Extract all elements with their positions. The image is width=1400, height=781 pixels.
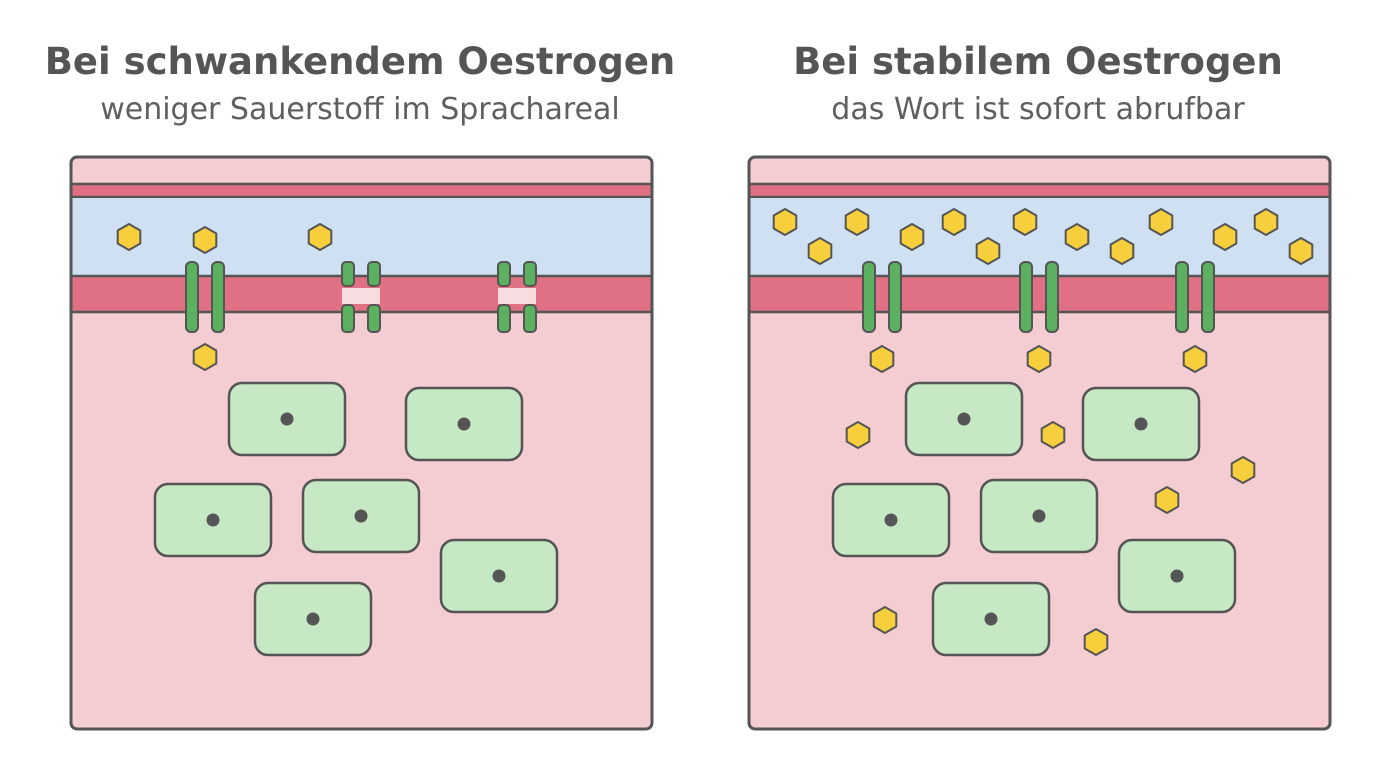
hexagon-molecule-icon <box>1154 486 1180 514</box>
left-panel-subtitle: weniger Sauerstoff im Sprachareal <box>100 92 620 127</box>
channel-icon <box>497 261 537 333</box>
cell-icon <box>253 581 373 657</box>
hexagon-molecule-icon <box>1040 421 1066 449</box>
cell-icon <box>227 381 347 457</box>
hexagon-molecule-icon <box>1083 628 1109 656</box>
hexagon-molecule-icon <box>1212 223 1238 251</box>
vessel-wall-top <box>71 184 652 197</box>
cell-icon <box>979 478 1099 554</box>
cell-icon <box>301 478 421 554</box>
hexagon-molecule-icon <box>1253 208 1279 236</box>
panel-border <box>747 155 1332 731</box>
cell-nucleus <box>957 412 971 426</box>
vessel-wall-top <box>749 184 1330 197</box>
channel-icon <box>341 261 381 333</box>
blood-vessel-lumen <box>749 198 1330 275</box>
channel-icon <box>862 261 902 333</box>
hexagon-molecule-icon <box>307 223 333 251</box>
channel-bar-bottom <box>367 304 381 333</box>
channel-bar-bottom <box>341 304 355 333</box>
cell-icon <box>1081 386 1201 462</box>
channel-bar <box>1019 261 1033 333</box>
channel-gap <box>498 288 536 304</box>
channel-bar-top <box>367 261 381 287</box>
channel-icon <box>1019 261 1059 333</box>
channel-bar-bottom <box>497 304 511 333</box>
blood-vessel-lumen <box>71 198 652 275</box>
channel-bar <box>862 261 876 333</box>
cell-icon <box>931 581 1051 657</box>
hexagon-molecule-icon <box>1230 456 1256 484</box>
hexagon-molecule-icon <box>1288 237 1314 265</box>
hexagon-molecule-icon <box>116 223 142 251</box>
hexagon-molecule-icon <box>1148 208 1174 236</box>
channel-bar-top <box>523 261 537 287</box>
hexagon-molecule-icon <box>1012 208 1038 236</box>
cell-nucleus <box>1134 417 1148 431</box>
hexagon-molecule-icon <box>1026 345 1052 373</box>
hexagon-molecule-icon <box>807 237 833 265</box>
hexagon-molecule-icon <box>192 343 218 371</box>
cell-nucleus <box>280 412 294 426</box>
channel-bar-top <box>341 261 355 287</box>
channel-bar <box>211 261 225 333</box>
right-panel <box>747 155 1332 731</box>
cell-nucleus <box>492 569 506 583</box>
hexagon-molecule-icon <box>192 226 218 254</box>
hexagon-molecule-icon <box>872 606 898 634</box>
cell-icon <box>1117 538 1237 614</box>
channel-gap <box>342 288 380 304</box>
hexagon-molecule-icon <box>844 208 870 236</box>
channel-bar <box>1201 261 1215 333</box>
panel-border <box>69 155 654 731</box>
hexagon-molecule-icon <box>941 208 967 236</box>
cell-icon <box>404 386 524 462</box>
cell-icon <box>904 381 1024 457</box>
cell-nucleus <box>457 417 471 431</box>
left-panel <box>69 155 654 731</box>
cell-icon <box>831 482 951 558</box>
right-panel-title: Bei stabilem Oestrogen <box>793 40 1283 83</box>
cell-nucleus <box>206 513 220 527</box>
cell-nucleus <box>1170 569 1184 583</box>
hexagon-molecule-icon <box>1109 237 1135 265</box>
hexagon-molecule-icon <box>869 345 895 373</box>
channel-bar <box>1175 261 1189 333</box>
cell-nucleus <box>984 612 998 626</box>
vessel-wall-bottom <box>749 276 1330 312</box>
channel-bar <box>185 261 199 333</box>
cell-nucleus <box>354 509 368 523</box>
cell-nucleus <box>1032 509 1046 523</box>
hexagon-molecule-icon <box>899 223 925 251</box>
left-panel-title: Bei schwankendem Oestrogen <box>44 40 676 83</box>
channel-bar <box>888 261 902 333</box>
cell-nucleus <box>306 612 320 626</box>
right-panel-subtitle: das Wort ist sofort abrufbar <box>831 92 1245 127</box>
cell-icon <box>153 482 273 558</box>
hexagon-molecule-icon <box>1182 345 1208 373</box>
hexagon-molecule-icon <box>772 208 798 236</box>
channel-icon <box>185 261 225 333</box>
hexagon-molecule-icon <box>975 237 1001 265</box>
channel-bar-top <box>497 261 511 287</box>
channel-bar-bottom <box>523 304 537 333</box>
cell-nucleus <box>884 513 898 527</box>
cell-icon <box>439 538 559 614</box>
channel-icon <box>1175 261 1215 333</box>
channel-bar <box>1045 261 1059 333</box>
hexagon-molecule-icon <box>845 421 871 449</box>
hexagon-molecule-icon <box>1064 223 1090 251</box>
